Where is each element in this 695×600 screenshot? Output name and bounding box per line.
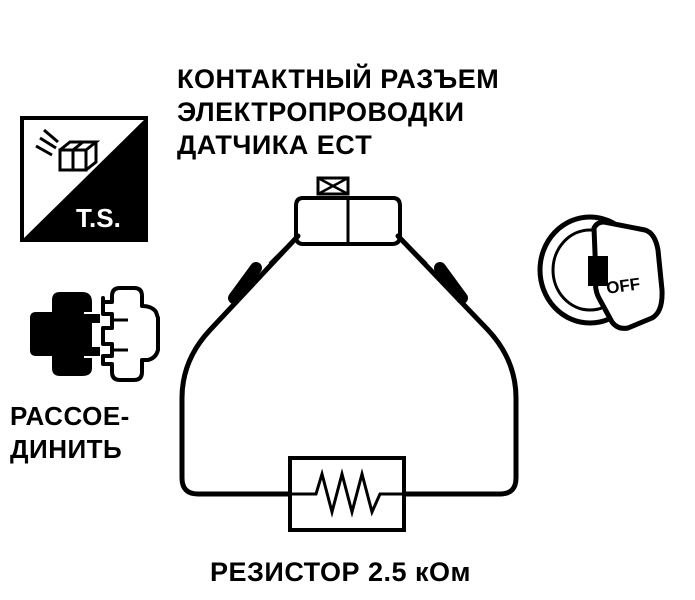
connector-caption-line-2: ЭЛЕКТРОПРОВОДКИ (177, 97, 465, 127)
test-lead-wiring (179, 233, 519, 497)
disconnect-caption-line-1: РАССОЕ- (10, 401, 130, 431)
connector-caption-line-1: КОНТАКТНЫЙ РАЗЪЕМ (177, 64, 500, 94)
connector-caption-line-3: ДАТЧИКА ECT (177, 130, 373, 160)
disconnect-caption-line-2: ДИНИТЬ (10, 434, 123, 464)
left-test-probe (228, 242, 292, 304)
test-tool-badge-icon: T.S. (20, 116, 148, 242)
resistor-caption: РЕЗИСТОР 2.5 кОм (210, 557, 472, 587)
connector-caption: КОНТАКТНЫЙ РАЗЪЕМ ЭЛЕКТРОПРОВОДКИ ДАТЧИК… (177, 63, 499, 162)
resistor-icon (288, 456, 406, 532)
ignition-off-key-icon: OFF (537, 214, 665, 331)
disconnected-plug-icon (30, 286, 160, 382)
ts-badge-text: T.S. (76, 203, 121, 233)
right-test-probe (404, 242, 468, 304)
ignition-off-text: OFF (605, 274, 641, 298)
sensor-connector-icon (294, 176, 402, 246)
disconnect-caption: РАССОЕ- ДИНИТЬ (10, 400, 130, 466)
